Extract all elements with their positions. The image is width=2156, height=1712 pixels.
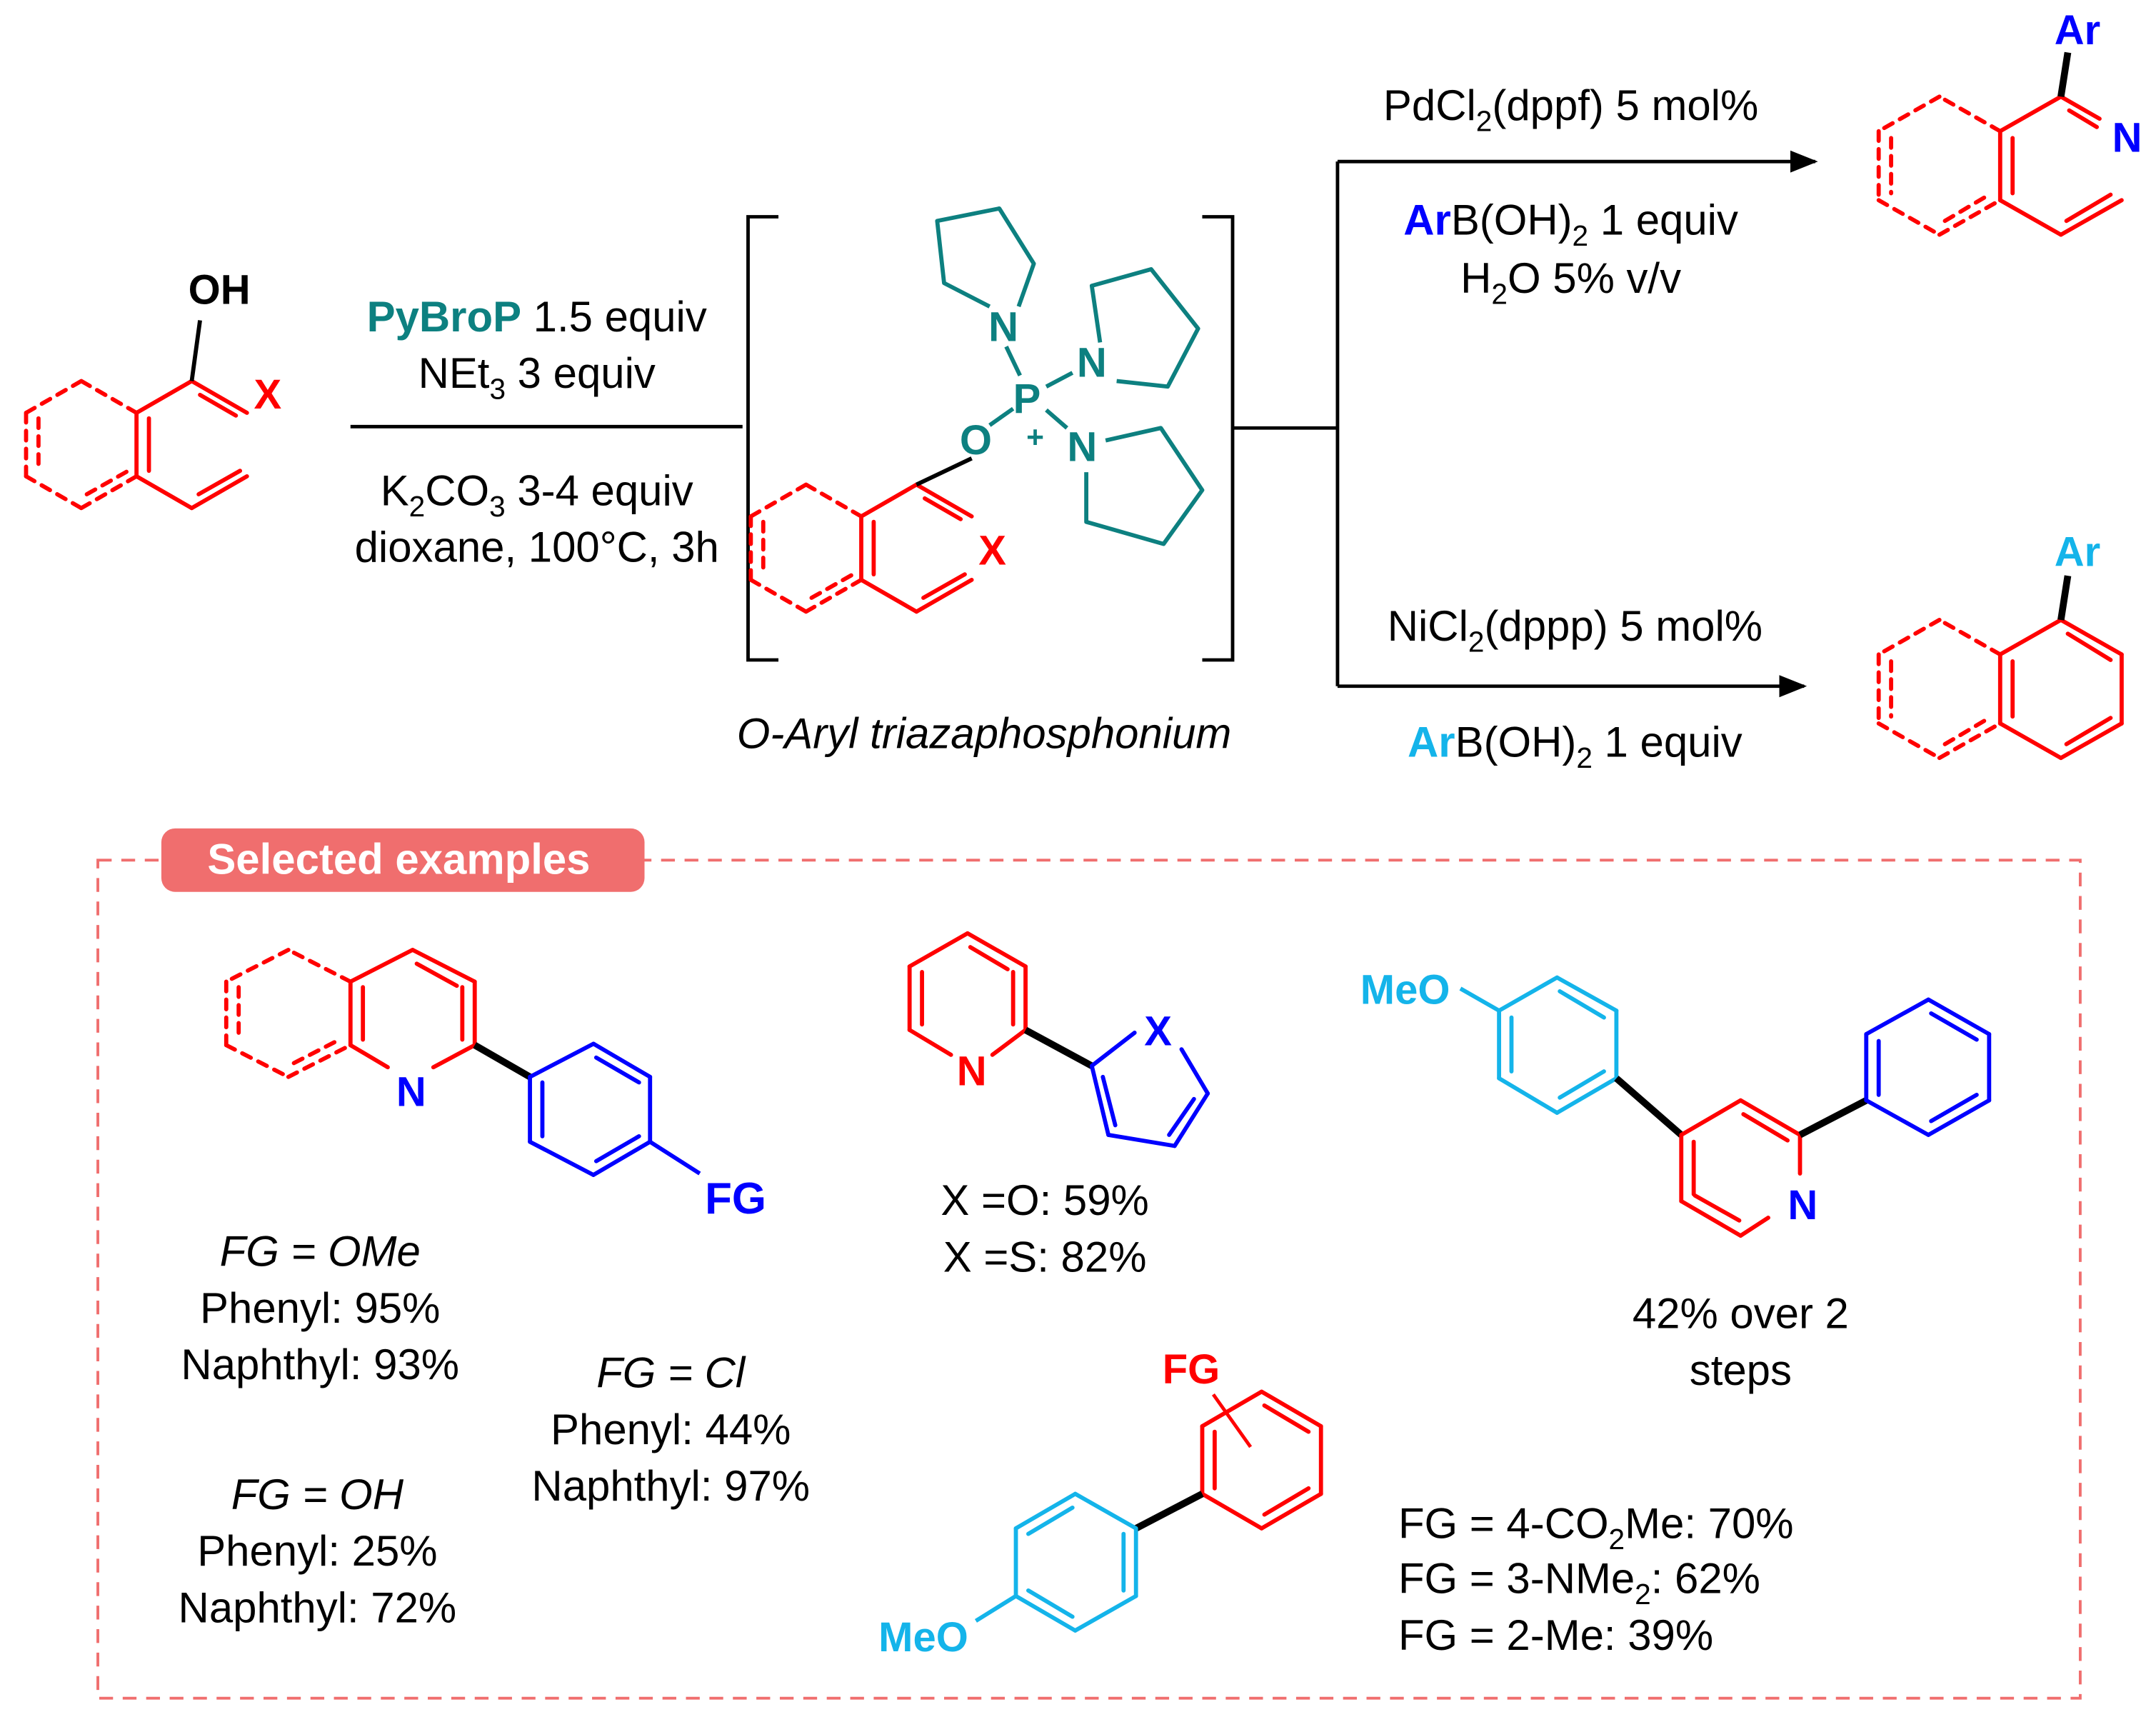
- ex4-l1-a: FG = 4-CO: [1398, 1499, 1609, 1547]
- pd-product: Ar N: [1876, 8, 2142, 237]
- oxygen-label: O: [960, 418, 992, 464]
- ome-phenyl-yield: Phenyl: 95%: [200, 1284, 440, 1332]
- nitrogen-label-2: N: [1077, 341, 1107, 386]
- nitrogen-label-1: N: [988, 304, 1018, 350]
- example-4-structure: FG MeO: [878, 1347, 1323, 1661]
- example-4-yield-3: FG = 2-Me: 39%: [1398, 1611, 1713, 1659]
- cl-phenyl-yield: Phenyl: 44%: [551, 1406, 791, 1453]
- k2co3-amount: 3-4 equiv: [506, 467, 693, 515]
- pybrop-line: PyBroP 1.5 equiv: [367, 293, 707, 341]
- pd-boronic-a: B(OH): [1451, 196, 1573, 244]
- ni-product-ar: Ar: [2055, 530, 2100, 576]
- step1-conditions: PyBroP 1.5 equiv NEt3 3 equiv K2CO3 3-4 …: [350, 293, 743, 571]
- ni-cat-a: NiCl: [1388, 602, 1468, 650]
- example-4-fg: FG: [1163, 1347, 1220, 1393]
- examples-badge-label: Selected examples: [207, 836, 590, 883]
- ex4-l2-b: : 62%: [1651, 1555, 1760, 1603]
- ni-catalyst: NiCl2(dppp) 5 mol%: [1388, 602, 1763, 658]
- ni-boronic: ArB(OH)2 1 equiv: [1408, 718, 1743, 774]
- intermediate-name: O-Aryl triazaphosphonium: [737, 710, 1232, 758]
- hydroxyl-label: OH: [189, 267, 251, 313]
- net3-subscript: 3: [489, 373, 506, 406]
- example-4-yields: FG = 4-CO2Me: 70% FG = 3-NMe2: 62% FG = …: [1398, 1499, 1794, 1659]
- ex4-l1-b: Me: 70%: [1625, 1499, 1793, 1547]
- example-2-structure: N X X =O: 59% X =S: 82%: [907, 931, 1210, 1281]
- pybrop-amount: 1.5 equiv: [521, 293, 707, 341]
- example-2-yield-s: X =S: 82%: [943, 1233, 1147, 1281]
- pd-boronic: ArB(OH)2 1 equiv: [1403, 196, 1738, 252]
- pd-conditions: PdCl2(dppf) 5 mol% ArB(OH)2 1 equiv H2O …: [1383, 81, 1758, 310]
- k2co3-sub2: 3: [489, 490, 506, 523]
- example-2-x: X: [1144, 1008, 1172, 1054]
- example-2-yield-o: X =O: 59%: [941, 1176, 1148, 1224]
- intermediate-x-label: X: [978, 529, 1006, 574]
- ni-cat-sub: 2: [1468, 625, 1485, 658]
- ni-boronic-a: B(OH): [1455, 718, 1577, 766]
- pd-cat-b: (dppf) 5 mol%: [1492, 81, 1758, 129]
- ome-naphthyl-yield: Naphthyl: 93%: [181, 1341, 459, 1388]
- net3-reagent: NEt: [418, 349, 490, 397]
- ex4-l2-a: FG = 3-NMe: [1398, 1555, 1635, 1603]
- oh-phenyl-yield: Phenyl: 25%: [197, 1527, 437, 1575]
- example-1-structure: N FG: [224, 948, 766, 1223]
- oh-naphthyl-yield: Naphthyl: 72%: [179, 1583, 457, 1631]
- pd-boronic-b: 1 equiv: [1588, 196, 1738, 244]
- nitrogen-label-3: N: [1067, 425, 1097, 471]
- cl-naphthyl-yield: Naphthyl: 97%: [531, 1462, 810, 1510]
- branch-arrows: [1233, 150, 1818, 698]
- k2co3-k: K: [381, 467, 409, 515]
- pd-water-a: H: [1460, 254, 1491, 302]
- ni-cat-b: (dppp) 5 mol%: [1484, 602, 1763, 650]
- pybrop-reagent: PyBroP: [367, 293, 521, 341]
- ex4-l1-sub: 2: [1609, 1523, 1625, 1556]
- net3-line: NEt3 3 equiv: [418, 349, 656, 405]
- ex4-l2-sub: 2: [1635, 1578, 1651, 1611]
- pd-water-sub: 2: [1491, 277, 1508, 310]
- examples-badge: [161, 828, 645, 892]
- ni-conditions: NiCl2(dppp) 5 mol% ArB(OH)2 1 equiv: [1388, 602, 1763, 774]
- example-1-n: N: [396, 1069, 426, 1115]
- pd-cat-a: PdCl: [1383, 81, 1476, 129]
- pd-water: H2O 5% v/v: [1460, 254, 1681, 310]
- example-4-yield-1: FG = 4-CO2Me: 70%: [1398, 1499, 1794, 1555]
- pd-cat-sub: 2: [1476, 105, 1493, 138]
- example-2-n: N: [957, 1048, 987, 1094]
- k2co3-line: K2CO3 3-4 equiv: [381, 467, 693, 523]
- example-3-structure: MeO N: [1360, 967, 1992, 1394]
- solvent-conditions: dioxane, 100°C, 3h: [355, 524, 719, 571]
- ome-heading: FG = OMe: [220, 1228, 421, 1276]
- pd-ar: Ar: [1403, 196, 1451, 244]
- pd-catalyst: PdCl2(dppf) 5 mol%: [1383, 81, 1758, 137]
- positive-charge-label: +: [1026, 421, 1044, 454]
- pd-product-ar: Ar: [2055, 8, 2100, 54]
- example-3-n: N: [1788, 1183, 1817, 1228]
- example-1-yields: FG = OMe Phenyl: 95% Naphthyl: 93% FG = …: [179, 1228, 810, 1632]
- cl-heading: FG = Cl: [596, 1349, 746, 1397]
- ni-product: Ar: [1876, 530, 2124, 761]
- pd-product-n: N: [2112, 116, 2142, 161]
- example-3-meo: MeO: [1360, 967, 1450, 1013]
- heteroatom-x-label: X: [254, 372, 281, 418]
- example-3-yield-line2: steps: [1690, 1346, 1792, 1394]
- ni-ar: Ar: [1408, 718, 1455, 766]
- net3-amount: 3 equiv: [506, 349, 656, 397]
- starting-material: OH X: [24, 267, 281, 511]
- triazaphosphonium-intermediate: X O P + N N N O-Aryl triazaphosphonium: [737, 206, 1232, 758]
- example-4-yield-2: FG = 3-NMe2: 62%: [1398, 1555, 1760, 1611]
- k2co3-co: CO: [425, 467, 489, 515]
- example-4-meo: MeO: [878, 1615, 968, 1661]
- intermediate-brackets: [746, 215, 1235, 662]
- ni-boronic-b: 1 equiv: [1593, 718, 1743, 766]
- phosphorus-label: P: [1013, 376, 1041, 422]
- k2co3-sub1: 2: [409, 490, 426, 523]
- pd-boronic-sub: 2: [1573, 219, 1589, 252]
- example-1-fg: FG: [705, 1174, 766, 1223]
- pd-water-b: O 5% v/v: [1508, 254, 1681, 302]
- ni-boronic-sub: 2: [1576, 741, 1593, 774]
- examples-frame: [96, 858, 2082, 1700]
- oh-heading: FG = OH: [231, 1471, 404, 1518]
- example-3-yield-line1: 42% over 2: [1633, 1290, 1849, 1338]
